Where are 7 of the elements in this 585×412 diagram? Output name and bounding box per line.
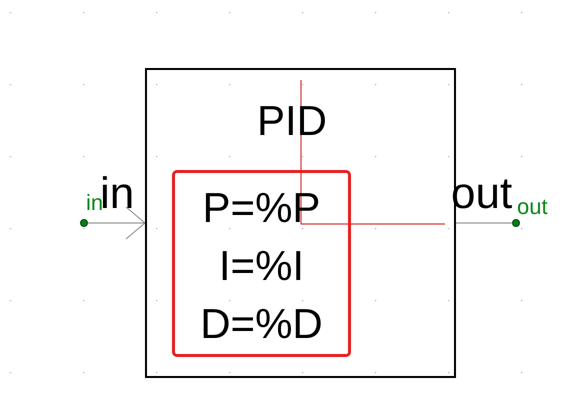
parameter-text: I=%I [218,244,304,288]
pin-label: in [86,192,104,214]
parameter-text: D=%D [200,302,323,346]
pin-line [456,222,512,224]
pin-line [88,206,146,240]
pin-label: out [517,196,548,218]
parameter-box [172,170,351,357]
